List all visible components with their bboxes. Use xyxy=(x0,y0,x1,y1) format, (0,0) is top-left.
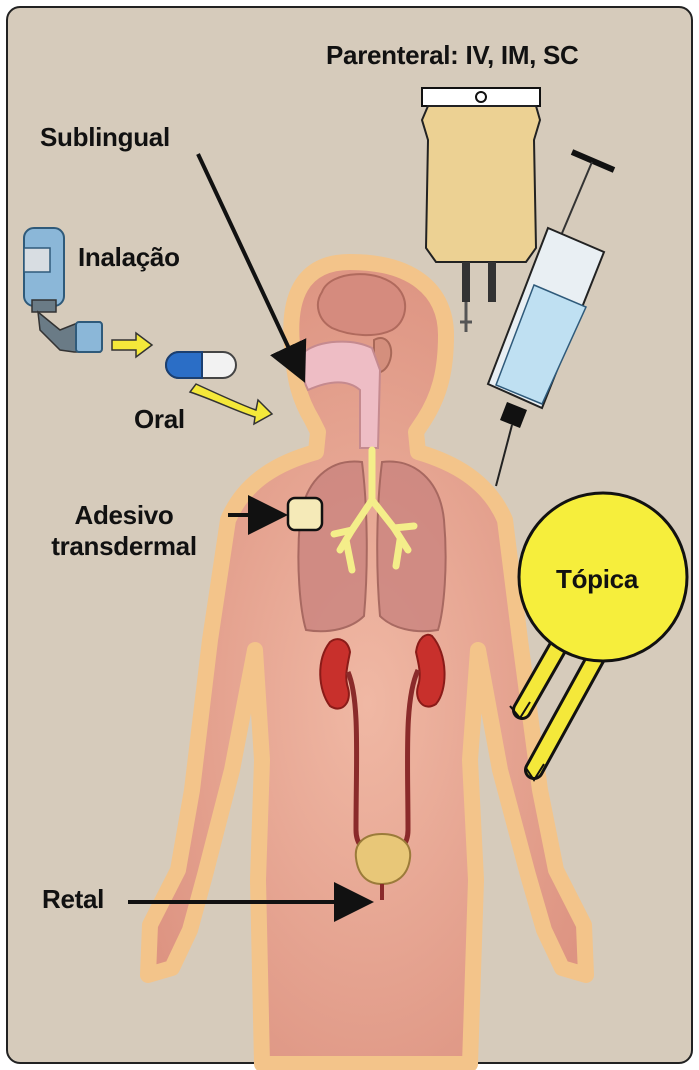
inhalation-label: Inalação xyxy=(78,242,180,272)
parenteral-label: Parenteral: IV, IM, SC xyxy=(326,40,579,70)
inhaler-icon xyxy=(23,227,103,353)
bladder xyxy=(354,832,412,886)
kidney-left xyxy=(319,638,352,710)
transdermal-label-line1: Adesivo xyxy=(74,500,174,530)
transdermal-patch-icon xyxy=(286,496,324,532)
arrows xyxy=(111,153,374,922)
topical-bubble xyxy=(509,491,689,782)
transdermal-label-line2: transdermal xyxy=(51,531,197,561)
capsule-icon xyxy=(165,351,237,379)
oral-arrow xyxy=(188,383,274,426)
trachea-bronchi xyxy=(330,446,418,574)
brain xyxy=(316,273,407,336)
inhalation-arrow xyxy=(111,331,154,359)
sublingual-arrow xyxy=(196,153,307,383)
syringe-icon xyxy=(486,149,616,487)
topical-label: Tópica xyxy=(556,564,638,594)
oral-label: Oral xyxy=(134,404,185,434)
urinary-system xyxy=(319,633,446,900)
iv-bag-icon xyxy=(420,87,542,332)
kidney-right xyxy=(414,633,446,708)
rectal-label: Retal xyxy=(42,884,105,914)
sublingual-label: Sublingual xyxy=(40,122,170,152)
transdermal-label: Adesivo transdermal xyxy=(26,500,222,562)
